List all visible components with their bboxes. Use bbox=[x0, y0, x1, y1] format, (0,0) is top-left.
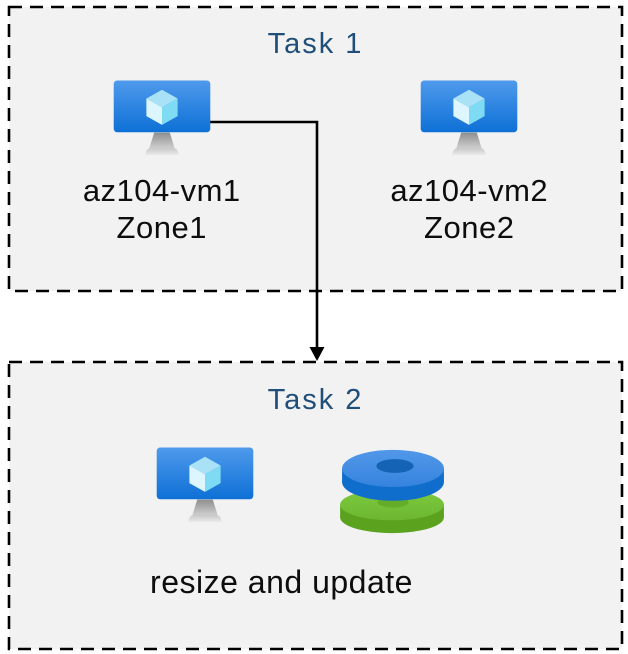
vm2-label: az104-vm2 Zone2 bbox=[390, 172, 548, 246]
virtual-machine-icon bbox=[156, 447, 253, 523]
connector-arrow bbox=[206, 120, 325, 361]
vm2-zone: Zone2 bbox=[424, 210, 515, 245]
task2-caption: resize and update bbox=[150, 564, 413, 600]
virtual-machine-icon bbox=[420, 80, 518, 156]
vm1-block: az104-vm1 Zone1 bbox=[8, 80, 316, 246]
task1-box bbox=[7, 5, 624, 293]
arrowhead-icon bbox=[309, 347, 325, 361]
task2-box bbox=[7, 360, 624, 651]
vm1-zone: Zone1 bbox=[116, 210, 207, 245]
task2-vm-wrap bbox=[156, 447, 254, 527]
vm1-name: az104-vm1 bbox=[82, 173, 241, 208]
vm2-name: az104-vm2 bbox=[390, 173, 549, 208]
task1-title: Task 1 bbox=[267, 28, 364, 60]
task1-panel: Task 1 az104-vm1 Zone1 az104-vm2 Zone2 bbox=[8, 6, 623, 292]
vm2-block: az104-vm2 Zone2 bbox=[316, 80, 624, 246]
virtual-machine-icon bbox=[113, 80, 211, 156]
task2-icons-row bbox=[156, 442, 448, 536]
managed-disks-icon bbox=[339, 449, 444, 534]
task2-panel: Task 2 resize and update bbox=[8, 362, 623, 650]
vm1-label: az104-vm1 Zone1 bbox=[83, 172, 241, 246]
task1-vm-row: az104-vm1 Zone1 az104-vm2 Zone2 bbox=[8, 80, 623, 246]
task2-title: Task 2 bbox=[267, 384, 364, 416]
